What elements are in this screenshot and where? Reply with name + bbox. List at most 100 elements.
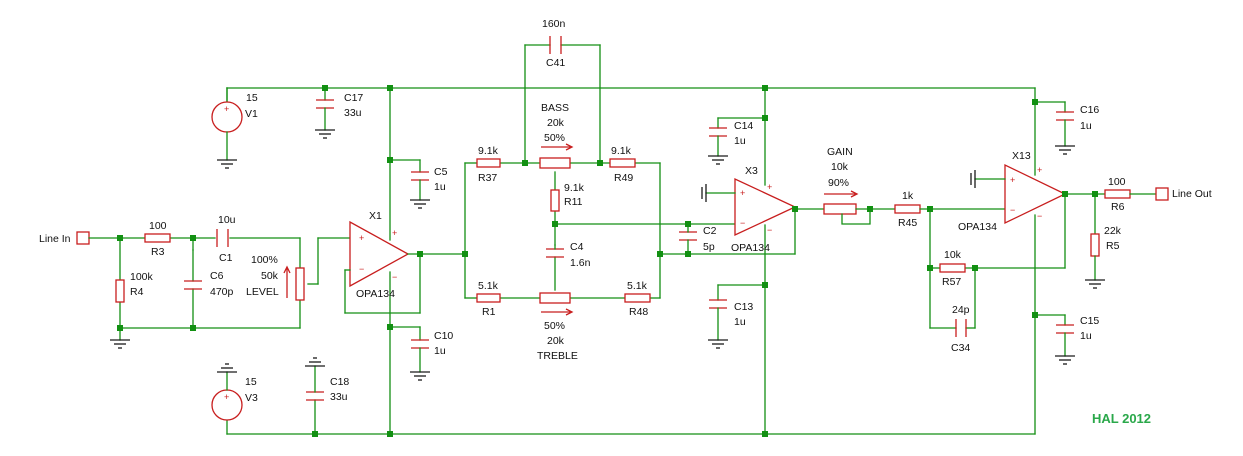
junction-dot [387, 85, 393, 91]
c17-value: 33u [344, 107, 362, 119]
junction-dot [657, 251, 663, 257]
r5-resistor[interactable] [1090, 233, 1100, 257]
r45-resistor[interactable] [894, 204, 921, 214]
junction-dot [312, 431, 318, 437]
x13-vpos-sign: + [1037, 165, 1042, 175]
gain-setting: 90% [828, 177, 849, 189]
ground-symbol [708, 155, 728, 165]
treble-potentiometer[interactable] [539, 292, 571, 304]
r3-value: 100 [149, 220, 167, 232]
junction-dot [387, 431, 393, 437]
level-name: LEVEL [246, 286, 279, 298]
ground-symbol [708, 339, 728, 349]
ground-symbol [410, 371, 430, 381]
c5-ref: C5 [434, 166, 448, 178]
r48-resistor[interactable] [624, 293, 651, 303]
r1-value: 5.1k [478, 280, 499, 292]
junctions [117, 85, 1098, 437]
c15-ref: C15 [1080, 315, 1099, 327]
gain-potentiometer[interactable] [823, 203, 857, 215]
level-value: 50k [261, 270, 279, 282]
r37-resistor[interactable] [476, 158, 501, 168]
junction-dot [597, 160, 603, 166]
r3-ref: R3 [151, 246, 165, 258]
c10-ref: C10 [434, 330, 453, 342]
treble-pot-arrowhead [565, 308, 574, 316]
r4-value: 100k [130, 271, 154, 283]
c41-value: 160n [542, 18, 566, 30]
x3-opamp[interactable] [734, 177, 797, 237]
v1-value: 15 [246, 92, 258, 104]
ground-symbol [217, 159, 237, 169]
junction-dot [762, 115, 768, 121]
r37-value: 9.1k [478, 145, 499, 157]
x1-opamp[interactable] [349, 220, 410, 288]
junction-dot [972, 265, 978, 271]
c4-ref: C4 [570, 241, 584, 253]
bass-setting: 50% [544, 132, 565, 144]
ground-symbol [1055, 355, 1075, 365]
junction-dot [117, 325, 123, 331]
r49-resistor[interactable] [609, 158, 636, 168]
junction-dot [1032, 99, 1038, 105]
x13-stage: 1k R45 + − + − X13 OPA134 10k R57 24p C3… [894, 150, 1212, 354]
treble-setting: 50% [544, 320, 565, 332]
v3-plus-sign: + [224, 392, 229, 402]
r1-resistor[interactable] [476, 293, 501, 303]
treble-value: 20k [547, 335, 565, 347]
x1-ref: X1 [369, 210, 382, 222]
c16-value: 1u [1080, 120, 1092, 132]
line-in-port[interactable] [76, 231, 90, 245]
c34-value: 24p [952, 304, 970, 316]
r49-value: 9.1k [611, 145, 632, 157]
x3-minus-sign: − [740, 218, 745, 228]
grounds [110, 129, 1105, 381]
line-out-label: Line Out [1172, 188, 1212, 200]
x3-vneg-sign: − [767, 225, 772, 235]
x13-opamp[interactable] [1004, 163, 1067, 225]
junction-dot [522, 160, 528, 166]
supplies: + 15 V1 + 15 V3 C17 33u C18 33u C5 1u C1… [211, 92, 1099, 421]
r45-value: 1k [902, 190, 914, 202]
v1-ref: V1 [245, 108, 258, 120]
junction-dot [927, 206, 933, 212]
c16-ref: C16 [1080, 104, 1099, 116]
ground-symbol [410, 199, 430, 209]
c5-value: 1u [434, 181, 446, 193]
gain-pot-arrowhead [850, 190, 859, 198]
c14-value: 1u [734, 135, 746, 147]
r6-ref: R6 [1111, 201, 1125, 213]
r48-value: 5.1k [627, 280, 648, 292]
ground-symbol [1055, 145, 1075, 155]
gain-value: 10k [831, 161, 849, 173]
c10-value: 1u [434, 345, 446, 357]
line-out-port[interactable] [1155, 187, 1169, 201]
input-stage: Line In 100 R3 10u C1 100k R4 C6 470p [39, 214, 351, 341]
junction-dot [387, 324, 393, 330]
junction-dot [867, 206, 873, 212]
junction-dot [322, 85, 328, 91]
x3-stage: + − + − X3 OPA134 C2 5p GAIN 10k 90% [679, 146, 896, 255]
r4-resistor[interactable] [115, 279, 125, 303]
junction-dot [1032, 312, 1038, 318]
level-potentiometer[interactable] [295, 267, 305, 301]
r6-resistor[interactable] [1104, 189, 1131, 199]
x3-model: OPA134 [731, 242, 770, 254]
c17-ref: C17 [344, 92, 363, 104]
r4-ref: R4 [130, 286, 144, 298]
tone-stack: 9.1k R37 160n C41 BASS 20k 50% 9.1k R49 … [464, 18, 796, 362]
c1-value: 10u [218, 214, 236, 226]
r11-resistor[interactable] [550, 189, 560, 212]
junction-dot [190, 235, 196, 241]
r57-resistor[interactable] [939, 263, 966, 273]
c6-ref: C6 [210, 270, 224, 282]
r11-value: 9.1k [564, 182, 585, 194]
bass-potentiometer[interactable] [539, 157, 571, 169]
r3-resistor[interactable] [144, 233, 171, 243]
x1-vneg-sign: − [392, 272, 397, 282]
x13-minus-sign: − [1010, 205, 1015, 215]
v3-ref: V3 [245, 392, 258, 404]
c15-value: 1u [1080, 330, 1092, 342]
